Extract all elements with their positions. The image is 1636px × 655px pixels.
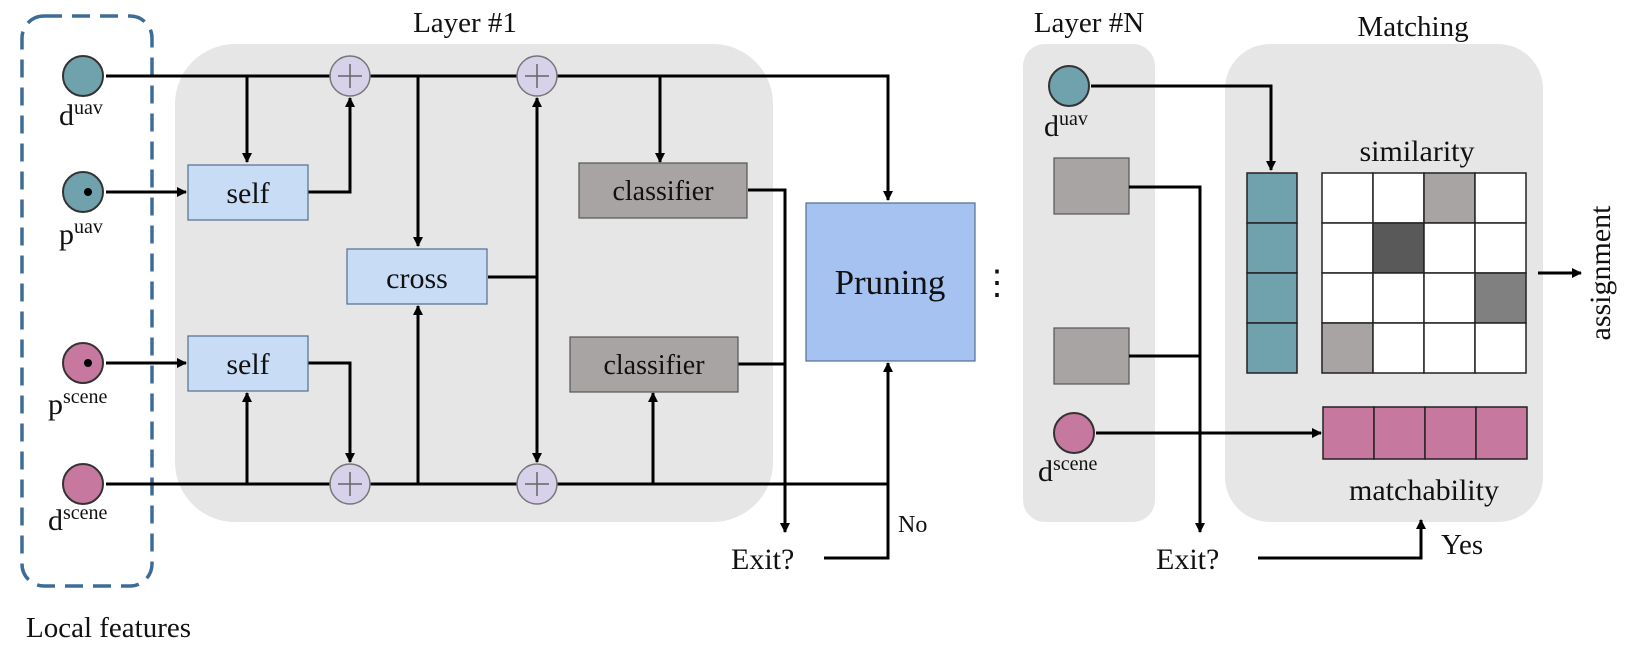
adder-bottom-left [329,463,371,505]
yes-label: Yes [1441,529,1483,561]
adder-top-right [516,55,558,97]
similarity-cell [1423,222,1476,274]
similarity-cell [1321,272,1374,324]
similarity-cell [1474,222,1527,274]
d-scene-label: dscene [48,502,108,537]
matchability-label: matchability [1349,474,1499,507]
cross-block [346,248,488,305]
layerN-title: Layer #N [1034,7,1144,39]
matchability-vector [1322,406,1528,460]
layer-ellipsis: ⋮ [980,265,1014,302]
layerN-classifier-bottom [1053,327,1130,385]
similarity-cell [1423,272,1476,324]
d-uav-node [62,55,104,97]
cross-label: cross [386,262,448,295]
assignment-label: assignment [1584,205,1617,341]
similarity-cell [1372,222,1425,274]
classifier-top-label: classifier [612,176,714,207]
dN-scene-label: dscene [1038,453,1098,488]
similarity-label: similarity [1360,135,1475,168]
dN-uav-label: duav [1044,108,1088,143]
similarity-cell [1372,172,1425,224]
dN-uav-node [1048,65,1090,107]
uav-descriptor-vector [1246,172,1298,374]
matching-title: Matching [1357,11,1468,43]
similarity-cell [1372,272,1425,324]
d-uav-label: duav [59,97,103,132]
adder-top-left [329,55,371,97]
exit2-label: Exit? [1156,543,1219,576]
self-block-top [187,164,309,221]
similarity-cell [1321,222,1374,274]
similarity-cell [1321,172,1374,224]
similarity-cell [1321,322,1374,374]
top-line-to-pruning [557,74,893,201]
layerN-classifier-top [1053,157,1130,215]
exit1-label: Exit? [731,543,794,576]
layerN-panel [1023,44,1155,522]
similarity-cell [1474,272,1527,324]
similarity-cell [1372,322,1425,374]
exit-yes-to-matching-arrow [1258,519,1426,560]
dN-uav-to-vector-arrow [1091,84,1276,171]
self-block-bottom [187,335,309,392]
classifier-bottom-label: classifier [603,350,705,381]
adder-bottom-right [516,463,558,505]
classifier-top-out [748,188,790,533]
no-label: No [898,512,927,538]
layer1-title: Layer #1 [413,7,517,39]
self-bottom-to-adder-arrow [308,361,355,463]
self-bottom-label: self [226,348,269,381]
local-features-frame [20,14,154,588]
pruning-block [805,202,976,362]
similarity-cell [1423,322,1476,374]
local-features-label: Local features [26,612,191,644]
d-scene-node [62,463,104,505]
exit-no-to-pruning-arrow [824,362,893,560]
similarity-cell [1474,172,1527,224]
similarity-matrix [1321,172,1527,374]
self-top-label: self [226,177,269,210]
p-uav-node [62,171,104,213]
pruning-label: Pruning [835,263,946,302]
similarity-cell [1474,322,1527,374]
classifier-block-bottom [569,336,739,393]
p-uav-label: puav [59,216,103,251]
similarity-cell [1423,172,1476,224]
dN-scene-node [1053,412,1095,454]
p-scene-node [62,342,104,384]
layerN-classifier-top-out [1129,185,1205,533]
self-top-to-adder-arrow [308,97,355,194]
p-scene-label: pscene [48,386,108,421]
classifier-block-top [578,162,748,219]
